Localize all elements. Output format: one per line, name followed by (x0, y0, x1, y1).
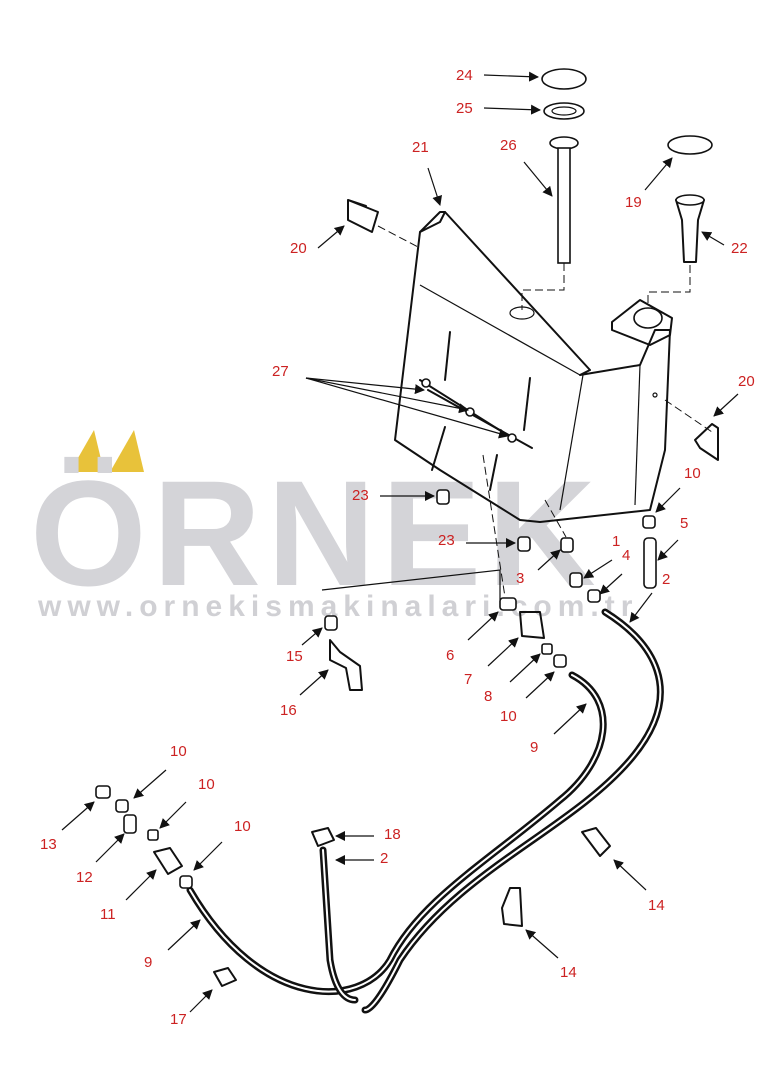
callout-3: 3 (516, 570, 524, 587)
watermark-brand: ÖRNEK (30, 449, 602, 617)
callout-10-left-c: 10 (234, 818, 251, 835)
drain-valve-16 (329, 639, 363, 691)
callout-12: 12 (76, 869, 93, 886)
fitting-3 (560, 537, 574, 553)
callout-9-upper: 9 (530, 739, 538, 756)
fitting-8 (541, 643, 553, 655)
callout-10-left-a: 10 (170, 743, 187, 760)
fitting-15 (324, 615, 338, 631)
callout-6: 6 (446, 647, 454, 664)
nut-10b (553, 654, 567, 668)
callout-7: 7 (464, 671, 472, 688)
callout-1: 1 (612, 533, 620, 550)
callout-26: 26 (500, 137, 517, 154)
callout-21: 21 (412, 139, 429, 156)
callout-10-middle: 10 (500, 708, 517, 725)
hoses (186, 608, 664, 1014)
nut-10a (642, 515, 656, 529)
fuel-tank (394, 211, 673, 523)
elbow-6 (499, 597, 517, 611)
filler-cap (667, 135, 713, 155)
callout-25: 25 (456, 100, 473, 117)
callout-20-left: 20 (290, 240, 307, 257)
callout-4: 4 (622, 547, 630, 564)
bushing-23a (436, 489, 450, 505)
callout-27: 27 (272, 363, 289, 380)
bracket-left (347, 199, 379, 233)
callout-10-left-b: 10 (198, 776, 215, 793)
clamp-17 (213, 967, 237, 987)
callout-2-upper: 2 (662, 571, 670, 588)
callout-5: 5 (680, 515, 688, 532)
nut-10c (115, 799, 129, 813)
clip-14b (501, 887, 523, 927)
bracket-right (694, 423, 719, 461)
callout-14-right: 14 (648, 897, 665, 914)
callout-9-lower: 9 (144, 954, 152, 971)
callout-15: 15 (286, 648, 303, 665)
callout-11: 11 (100, 906, 116, 923)
callout-8: 8 (484, 688, 492, 705)
fitting-1 (569, 572, 583, 588)
filler-cap-assembly (647, 135, 713, 305)
tube-5 (643, 537, 657, 589)
watermark-accent-right (110, 430, 144, 472)
nipple-12 (123, 814, 137, 834)
watermark-accent-left (70, 430, 104, 472)
callout-17: 17 (170, 1011, 187, 1028)
sender-cover-plate (541, 68, 587, 90)
nut-10d (147, 829, 159, 841)
sender-tube (557, 147, 571, 264)
filter-11 (153, 847, 183, 875)
callout-20-right: 20 (738, 373, 755, 390)
fitting-4 (587, 589, 601, 603)
callouts: 24 25 26 21 19 22 20 20 27 23 23 10 5 1 … (40, 67, 755, 1028)
clip-14a (581, 827, 611, 857)
callout-14-lower: 14 (560, 964, 577, 981)
callout-16: 16 (280, 702, 297, 719)
callout-10-tank: 10 (684, 465, 701, 482)
filler-strainer (675, 194, 705, 206)
leader-arrows (61, 71, 739, 1013)
watermark: ÖRNEK www.ornekismakinalari.com.tr (30, 430, 632, 623)
fuel-sender (521, 68, 587, 310)
callout-18: 18 (384, 826, 401, 843)
callout-2-lower: 2 (380, 850, 388, 867)
valve-7 (519, 611, 545, 639)
clamp-18 (311, 827, 335, 847)
callout-23-lower: 23 (438, 532, 455, 549)
callout-23-upper: 23 (352, 487, 369, 504)
bushing-23b (517, 536, 531, 552)
fitting-13 (95, 785, 111, 799)
sender-gasket (543, 102, 585, 120)
nut-10e (179, 875, 193, 889)
callout-13: 13 (40, 836, 57, 853)
filler-neck (633, 307, 663, 329)
callout-19: 19 (625, 194, 642, 211)
callout-24: 24 (456, 67, 473, 84)
callout-22: 22 (731, 240, 748, 257)
